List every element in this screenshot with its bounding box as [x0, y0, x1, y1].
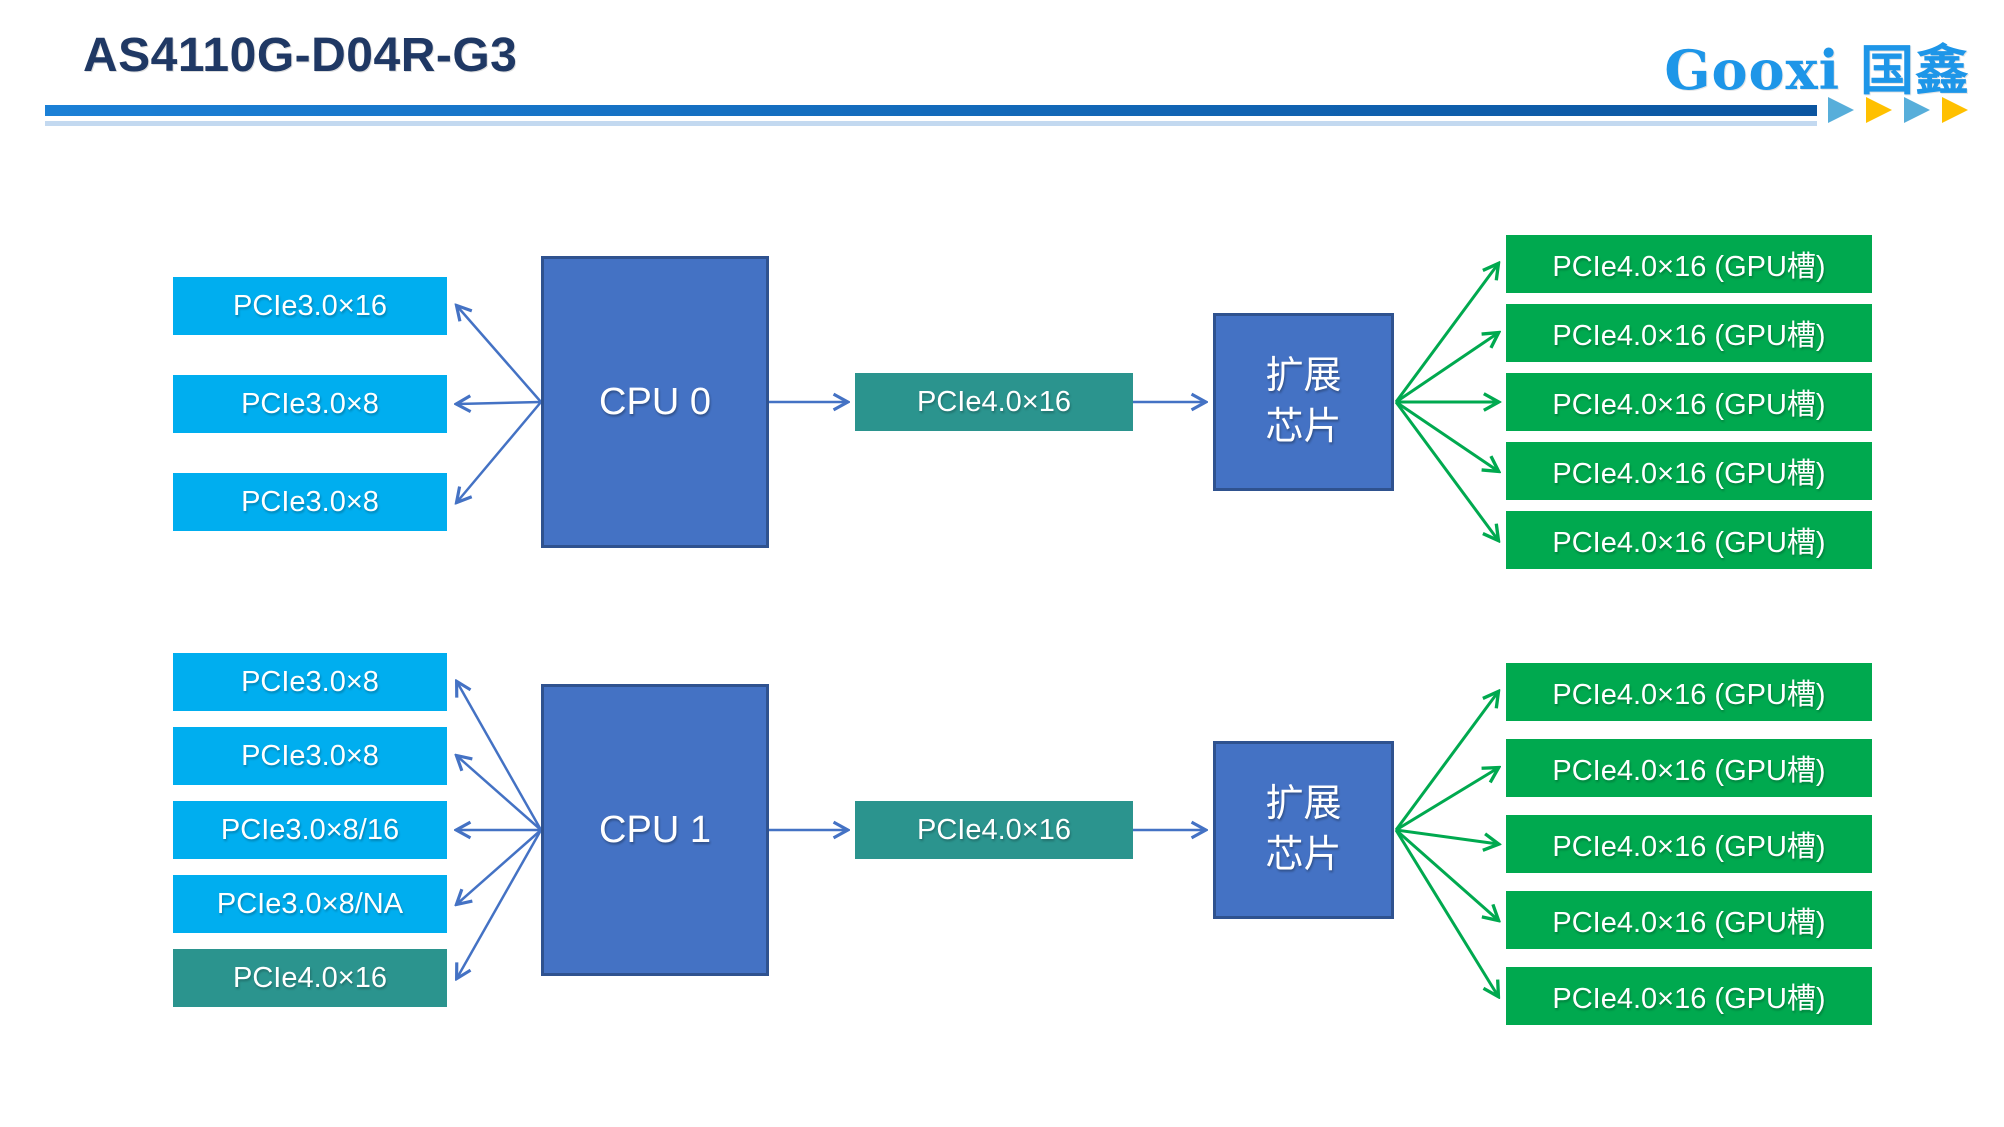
cpu-block: CPU 1: [541, 684, 769, 976]
header-divider-light-line: [45, 121, 1817, 126]
expander-chip-label: 芯片: [1265, 834, 1342, 876]
cpu-block: CPU 0: [541, 256, 769, 548]
bus-slot: PCIe4.0×16: [855, 801, 1133, 859]
expander-chip-label: 扩展: [1265, 782, 1342, 825]
pcie-slot: PCIe3.0×8: [173, 473, 447, 531]
pcie-slot: PCIe3.0×8/16: [173, 801, 447, 859]
gpu-slot: PCIe4.0×16 (GPU槽): [1506, 373, 1872, 431]
expander-chip-label: 扩展: [1265, 354, 1342, 397]
pcie-slot: PCIe3.0×16: [173, 277, 447, 335]
logo-chevron-icon: [1866, 97, 1892, 123]
gpu-slot: PCIe4.0×16 (GPU槽): [1506, 967, 1872, 1025]
logo-chevron-icon: [1942, 97, 1968, 123]
logo-chevron-icon: [1828, 97, 1854, 123]
arrow: [1395, 333, 1498, 404]
page-title: AS4110G-D04R-G3: [83, 29, 518, 82]
arrow: [1395, 768, 1498, 832]
arrow: [1394, 829, 1498, 996]
arrow: [457, 401, 542, 502]
pcie-slot: PCIe3.0×8: [173, 727, 447, 785]
arrow: [1394, 264, 1498, 403]
expander-chip-label: 芯片: [1265, 406, 1342, 448]
gpu-slot: PCIe4.0×16 (GPU槽): [1506, 304, 1872, 362]
arrow: [1395, 400, 1498, 471]
arrow: [457, 829, 542, 904]
arrow: [1395, 828, 1498, 844]
arrow: [457, 306, 542, 403]
pcie-slot: PCIe3.0×8: [173, 653, 447, 711]
gpu-slot: PCIe4.0×16 (GPU槽): [1506, 235, 1872, 293]
arrow: [457, 829, 543, 978]
arrow: [457, 682, 543, 831]
expander-chip: 扩展芯片: [1213, 741, 1394, 919]
arrow: [457, 402, 542, 404]
pcie-slot: PCIe3.0×8: [173, 375, 447, 433]
gooxi-logo: Gooxi 国鑫: [1664, 38, 1970, 102]
logo-chevron-icon: [1904, 97, 1930, 123]
gpu-slot: PCIe4.0×16 (GPU槽): [1506, 815, 1872, 873]
arrow: [1394, 401, 1498, 540]
gpu-slot: PCIe4.0×16 (GPU槽): [1506, 442, 1872, 500]
arrow: [457, 756, 542, 831]
gpu-slot: PCIe4.0×16 (GPU槽): [1506, 739, 1872, 797]
header-divider-bar: [45, 105, 1817, 116]
expander-chip: 扩展芯片: [1213, 313, 1394, 491]
gpu-slot: PCIe4.0×16 (GPU槽): [1506, 511, 1872, 569]
arrow: [1395, 828, 1498, 920]
bus-slot: PCIe4.0×16: [855, 373, 1133, 431]
gpu-slot: PCIe4.0×16 (GPU槽): [1506, 891, 1872, 949]
arrow: [1394, 692, 1498, 831]
pcie-slot: PCIe4.0×16: [173, 949, 447, 1007]
gpu-slot: PCIe4.0×16 (GPU槽): [1506, 663, 1872, 721]
pcie-slot: PCIe3.0×8/NA: [173, 875, 447, 933]
